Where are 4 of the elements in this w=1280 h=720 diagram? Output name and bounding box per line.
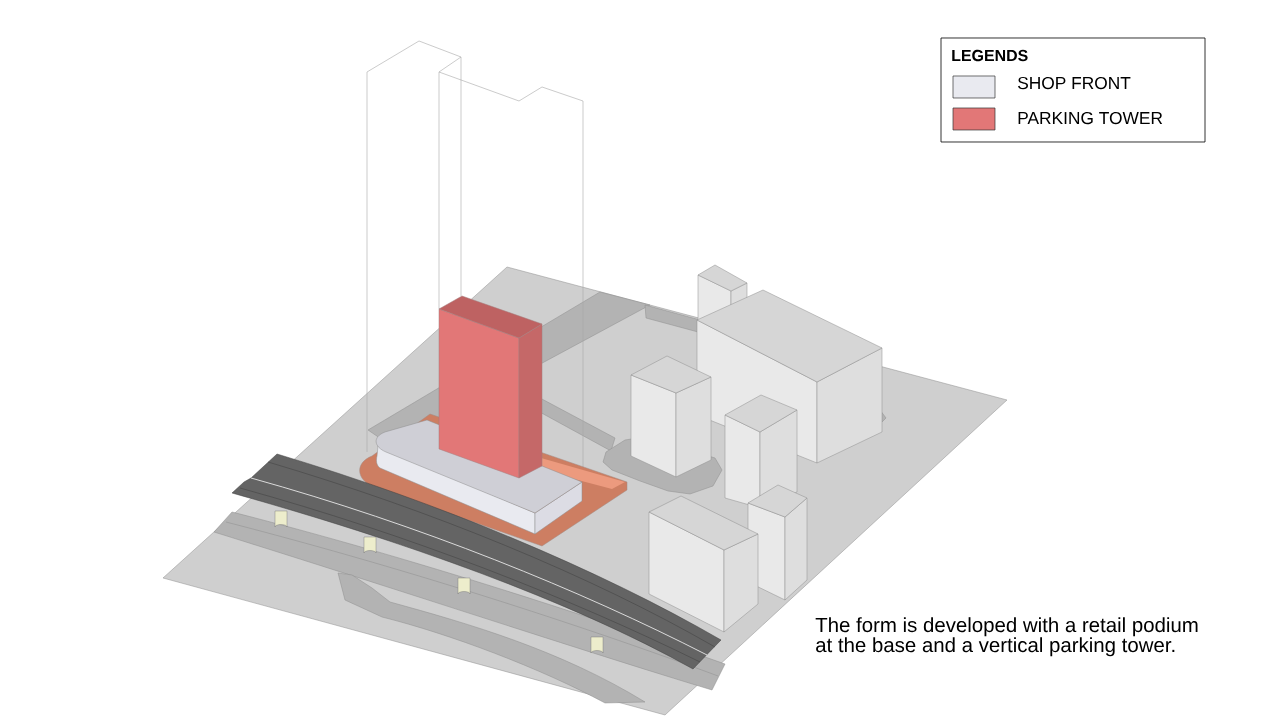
legend-label: PARKING TOWER bbox=[1018, 111, 1163, 125]
caption-text: The form is developed with a retail podium at the base and a vertical parking tower. bbox=[815, 617, 1198, 657]
legend-title: LEGENDS bbox=[952, 49, 1028, 62]
legend-label: SHOP FRONT bbox=[1018, 76, 1131, 90]
